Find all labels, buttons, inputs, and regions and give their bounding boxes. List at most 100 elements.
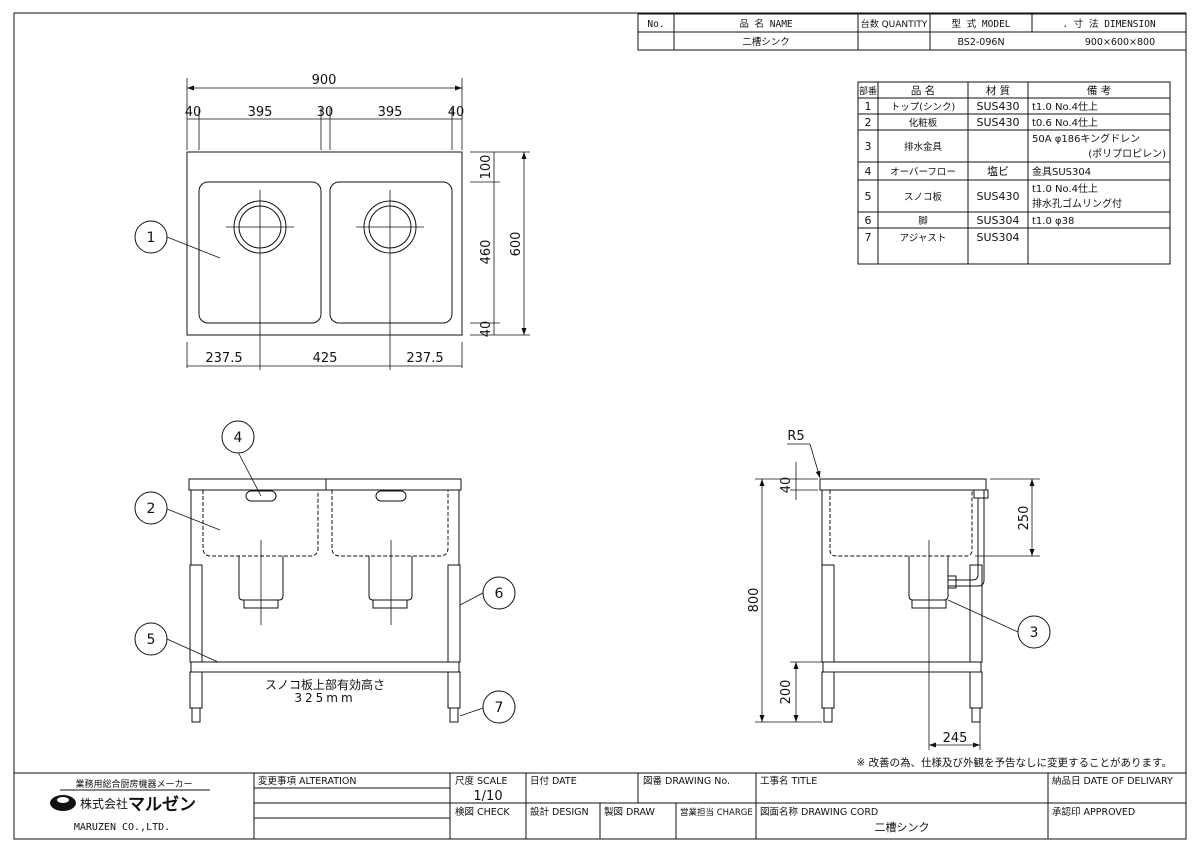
header-col-name: 品 名 NAME xyxy=(739,18,793,30)
callout-5: 5 xyxy=(134,622,168,656)
parts-header-note: 備 考 xyxy=(1087,84,1111,97)
svg-text:6: 6 xyxy=(495,586,504,602)
parts-cell-no: 5 xyxy=(865,190,872,203)
parts-cell-no: 2 xyxy=(865,116,872,129)
date-label: 日付 DATE xyxy=(530,776,577,787)
top-view xyxy=(186,151,463,336)
front-view xyxy=(188,478,462,723)
dim-depth: 600 xyxy=(509,232,524,257)
parts-cell-material: 塩ビ xyxy=(987,164,1009,178)
dim-side-bottom: 200 xyxy=(779,680,794,705)
dim-side-height: 800 xyxy=(747,588,762,613)
parts-cell-material: SUS430 xyxy=(976,190,1019,203)
svg-text:3: 3 xyxy=(1030,625,1039,641)
drawing-no-label: 図番 DRAWING No. xyxy=(643,775,730,787)
side-view-dimension-lines xyxy=(755,443,1040,750)
parts-cell-name: オーバーフロー xyxy=(890,167,956,178)
disclaimer-note: ※ 改善の為、仕様及び外観を予告なしに変更することがあります。 xyxy=(856,756,1172,769)
dim-seg5: 40 xyxy=(448,105,465,120)
parts-cell-no: 4 xyxy=(865,165,872,178)
maker-caption: 業務用総合厨房機器メーカー xyxy=(75,778,192,790)
parts-cell-note2: (ポリプロピレン) xyxy=(1088,148,1166,160)
alteration-label: 変更事項 ALTERATION xyxy=(258,775,356,787)
dim-bottom1: 237.5 xyxy=(205,351,242,366)
parts-header-name: 品 名 xyxy=(911,84,935,97)
dim-right3: 40 xyxy=(479,321,494,338)
parts-header-no: 部番 xyxy=(859,85,877,97)
dim-radius: R5 xyxy=(787,429,804,444)
parts-cell-name: 化粧板 xyxy=(909,117,938,129)
parts-cell-note2: 排水孔ゴムリング付 xyxy=(1032,197,1122,210)
svg-text:7: 7 xyxy=(495,700,504,716)
design-label: 設計 DESIGN xyxy=(530,806,589,818)
callout-4: 4 xyxy=(221,420,255,454)
header-col-dimension: . 寸 法 DIMENSION xyxy=(1062,18,1156,30)
dim-side-top: 40 xyxy=(779,477,794,494)
parts-cell-note1: 金具SUS304 xyxy=(1032,165,1091,178)
sheet-border xyxy=(13,12,1187,840)
title-label: 工事名 TITLE xyxy=(760,775,817,787)
dim-seg1: 40 xyxy=(185,105,202,120)
company-english: MARUZEN CO.,LTD. xyxy=(74,822,170,833)
delivery-label: 納品日 DATE OF DELIVARY xyxy=(1052,775,1173,787)
header-row-model: BS2-096N xyxy=(957,37,1004,48)
parts-cell-note1: t1.0 No.4仕上 xyxy=(1032,182,1098,195)
header-table xyxy=(637,13,1187,51)
title-block-grid xyxy=(14,772,1186,839)
check-label: 検図 CHECK xyxy=(455,806,510,818)
svg-text:5: 5 xyxy=(147,632,156,648)
approved-label: 承認印 APPROVED xyxy=(1052,806,1135,818)
header-row-name: 二槽シンク xyxy=(742,36,790,48)
parts-cell-name: 排水金具 xyxy=(904,141,943,153)
parts-cell-note1: t0.6 No.4仕上 xyxy=(1032,116,1098,129)
parts-cell-material: SUS304 xyxy=(976,231,1019,244)
callout-6: 6 xyxy=(482,576,516,610)
parts-cell-name: スノコ板 xyxy=(904,191,943,203)
dim-basin-depth: 250 xyxy=(1017,506,1032,531)
callout-1: 1 xyxy=(134,220,168,254)
parts-cell-name: トップ(シンク) xyxy=(891,102,955,113)
parts-table-grid xyxy=(857,81,1171,265)
header-col-quantity: 台数 QUANTITY xyxy=(861,18,928,30)
parts-cell-material: SUS430 xyxy=(976,116,1019,129)
parts-cell-material: SUS430 xyxy=(976,100,1019,113)
dim-seg2: 395 xyxy=(248,105,273,120)
parts-cell-name: アジャスト xyxy=(900,233,947,244)
svg-text:4: 4 xyxy=(234,430,243,446)
parts-cell-no: 6 xyxy=(865,214,872,227)
dim-seg3: 30 xyxy=(317,105,334,120)
dim-right2: 460 xyxy=(479,240,494,265)
scale-value: 1/10 xyxy=(473,789,502,804)
company-logo: 株式会社 マルゼン xyxy=(50,794,196,815)
callout-leaders xyxy=(166,236,1019,717)
drawing-name: 二槽シンク xyxy=(875,821,930,834)
callout-3: 3 xyxy=(1017,615,1051,649)
charge-label: 営業担当 CHARGE xyxy=(680,807,753,818)
dim-seg4: 395 xyxy=(378,105,403,120)
shelf-note-line2: 325mm xyxy=(294,691,355,705)
parts-header-material: 材 質 xyxy=(986,84,1010,97)
svg-text:株式会社: 株式会社 xyxy=(80,796,128,811)
parts-cell-note1: t1.0 No.4仕上 xyxy=(1032,100,1098,113)
parts-cell-no: 1 xyxy=(865,100,872,113)
top-view-dimension-lines xyxy=(186,78,530,368)
header-col-model: 型 式 MODEL xyxy=(951,18,1010,30)
svg-text:2: 2 xyxy=(147,501,156,517)
parts-cell-no: 7 xyxy=(865,231,872,244)
side-view xyxy=(819,478,989,723)
dim-overall-width: 900 xyxy=(312,73,337,88)
scale-label: 尺度 SCALE xyxy=(455,775,507,787)
draw-label: 製図 DRAW xyxy=(604,806,656,818)
callout-2: 2 xyxy=(134,491,168,525)
dim-drain-offset: 245 xyxy=(943,731,968,746)
front-view-centerlines xyxy=(260,540,392,625)
parts-cell-note1: 50A φ186キングドレン xyxy=(1032,132,1140,145)
dim-right1: 100 xyxy=(479,155,494,180)
parts-cell-material: SUS304 xyxy=(976,214,1019,227)
svg-text:マルゼン: マルゼン xyxy=(128,794,196,815)
dim-bottom3: 237.5 xyxy=(406,351,443,366)
header-col-no: No. xyxy=(647,19,664,30)
top-view-centerlines xyxy=(226,190,424,370)
parts-cell-no: 3 xyxy=(865,140,872,153)
